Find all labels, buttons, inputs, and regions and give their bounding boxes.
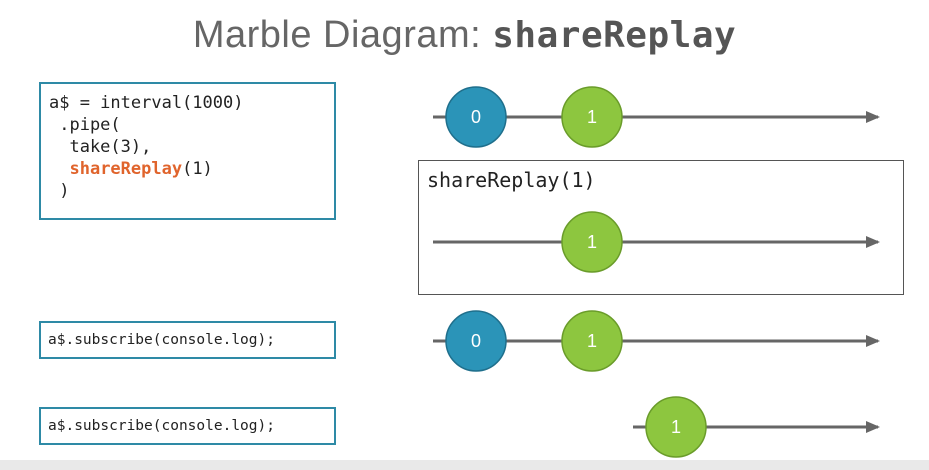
marble-t1-1-label: 1: [587, 107, 597, 127]
subscription-code-2: a$.subscribe(console.log);: [39, 407, 336, 445]
code-line-1: a$ = interval(1000): [49, 93, 244, 113]
marble-t1-1: 1: [561, 86, 623, 148]
code-line-4-suffix: (1): [182, 159, 213, 179]
code-line-4: shareReplay(1): [49, 158, 334, 180]
subscription-code-1: a$.subscribe(console.log);: [39, 321, 336, 359]
marble-t2-0-label: 1: [587, 232, 597, 252]
timeline-4: 1: [633, 396, 880, 458]
source-code-box: a$ = interval(1000) .pipe( take(3), shar…: [39, 82, 336, 220]
marble-t2-0: 1: [561, 211, 623, 273]
timeline-1: 0 1: [433, 86, 880, 148]
code-line-3: take(3),: [49, 137, 152, 157]
title-prefix: Marble Diagram:: [192, 14, 493, 56]
timeline-3: 0 1: [433, 310, 880, 372]
bottom-strip: [0, 460, 929, 470]
marble-t3-1: 1: [561, 310, 623, 372]
marble-t1-0-label: 0: [471, 107, 481, 127]
marble-t3-0-label: 0: [471, 331, 481, 351]
marble-t3-0: 0: [445, 310, 507, 372]
page-title: Marble Diagram: shareReplay: [0, 14, 929, 57]
operator-box: shareReplay(1): [418, 160, 904, 295]
marble-t1-0: 0: [445, 86, 507, 148]
operator-label: shareReplay(1): [427, 168, 596, 192]
timeline-2: 1: [433, 211, 880, 273]
title-operator: shareReplay: [492, 15, 737, 56]
code-line-5: ): [49, 181, 70, 201]
marble-t4-0-label: 1: [671, 417, 681, 437]
marble-t3-1-label: 1: [587, 331, 597, 351]
code-highlight-sharereplay: shareReplay: [69, 159, 183, 179]
code-line-2: .pipe(: [49, 115, 121, 135]
marble-t4-0: 1: [645, 396, 707, 458]
